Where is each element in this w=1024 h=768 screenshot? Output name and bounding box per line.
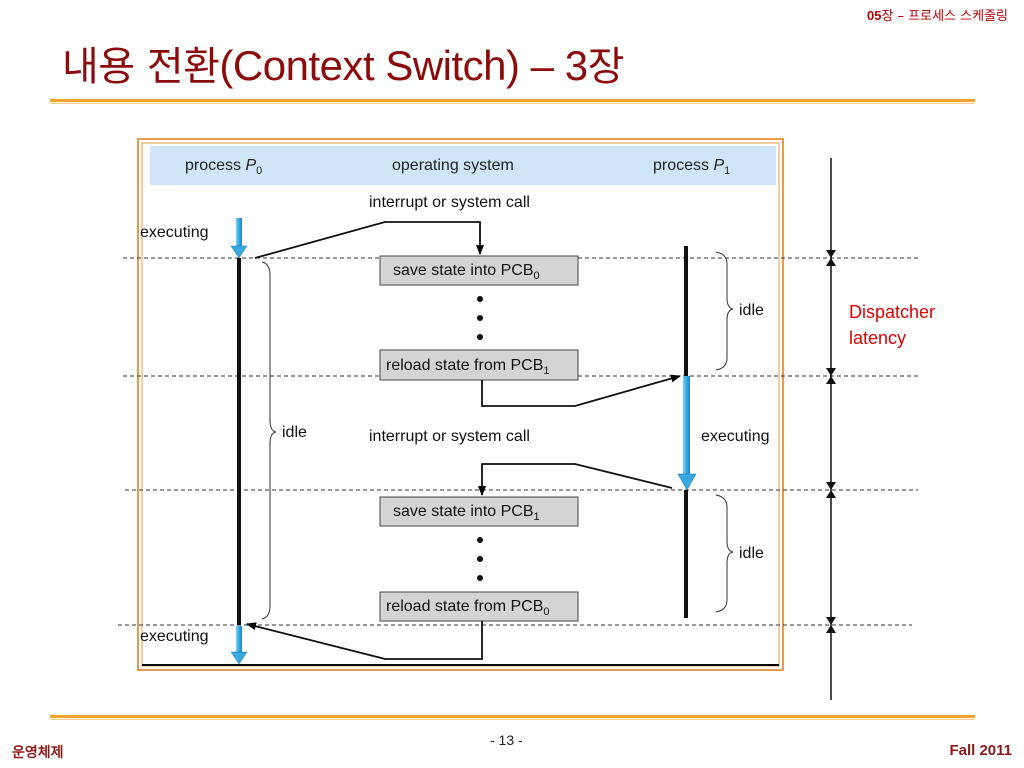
box-reload-state-pcb0-label: reload state from PCB0 bbox=[386, 598, 550, 618]
p1-idle-bar-bottom bbox=[684, 490, 688, 618]
box-save-state-pcb0-label: save state into PCB0 bbox=[393, 262, 540, 282]
interrupt-label-middle: interrupt or system call bbox=[369, 428, 530, 445]
column-process-p1: process P1 bbox=[653, 157, 730, 177]
footer-term: Fall 2011 bbox=[949, 742, 1012, 759]
p1-idle-label-bottom: idle bbox=[739, 545, 764, 562]
ellipsis-dots-bottom bbox=[477, 537, 483, 581]
title-rule bbox=[50, 99, 975, 104]
p0-idle-brace bbox=[261, 261, 277, 620]
title-korean: 내용 전환 bbox=[62, 44, 220, 90]
box-save-state-pcb0 bbox=[379, 255, 579, 286]
p0-executing-arrow-top bbox=[236, 218, 242, 252]
diagram-frame bbox=[137, 138, 784, 671]
box-reload-state-pcb0 bbox=[379, 591, 579, 622]
title-suffix: 장 bbox=[587, 44, 625, 90]
dispatcher-latency-dimension bbox=[826, 158, 836, 700]
page-title: 내용 전환(Context Switch) – 3장 bbox=[62, 34, 624, 92]
box-reload-state-pcb1 bbox=[379, 349, 579, 381]
column-operating-system: operating system bbox=[392, 157, 514, 174]
box-reload-state-pcb1-label: reload state from PCB1 bbox=[386, 357, 550, 377]
arrow-p1-to-save-pcb1 bbox=[478, 463, 673, 496]
dispatcher-latency-line2: latency bbox=[849, 328, 906, 348]
chapter-label: 장 – 프로세스 스케줄링 bbox=[881, 9, 1008, 24]
arrow-reload-pcb1-to-p1 bbox=[481, 374, 681, 407]
footer-course-name: 운영체제 bbox=[12, 745, 64, 761]
chapter-tag: 05장 – 프로세스 스케줄링 bbox=[867, 5, 1008, 24]
arrow-p0-to-save-pcb0 bbox=[254, 221, 484, 259]
p1-idle-label-top: idle bbox=[739, 302, 764, 319]
footer-rule bbox=[50, 715, 975, 720]
arrow-reload-pcb0-to-p0 bbox=[246, 621, 483, 660]
column-process-p0: process P0 bbox=[185, 157, 262, 177]
p1-idle-brace-bottom bbox=[715, 494, 734, 613]
p0-idle-bar bbox=[237, 258, 241, 625]
dispatcher-latency-line1: Dispatcher bbox=[849, 302, 935, 322]
interrupt-label-top: interrupt or system call bbox=[369, 194, 530, 211]
p0-executing-label-top: executing bbox=[140, 224, 209, 241]
p1-executing-arrow bbox=[683, 376, 690, 476]
p1-idle-bar-top bbox=[684, 246, 688, 376]
ellipsis-dots-top bbox=[477, 296, 483, 340]
p1-idle-brace-top bbox=[715, 251, 734, 371]
title-english: (Context Switch) – 3 bbox=[219, 42, 588, 89]
box-save-state-pcb1-label: save state into PCB1 bbox=[393, 503, 540, 523]
column-header-band bbox=[150, 146, 776, 185]
page-number: - 13 - bbox=[490, 732, 523, 748]
p0-executing-label-bottom: executing bbox=[140, 628, 209, 645]
p1-executing-label: executing bbox=[701, 428, 770, 445]
box-save-state-pcb1 bbox=[379, 496, 579, 527]
p0-executing-arrow-bottom bbox=[236, 626, 242, 654]
chapter-number: 05 bbox=[866, 8, 882, 23]
p0-idle-label: idle bbox=[282, 424, 307, 441]
